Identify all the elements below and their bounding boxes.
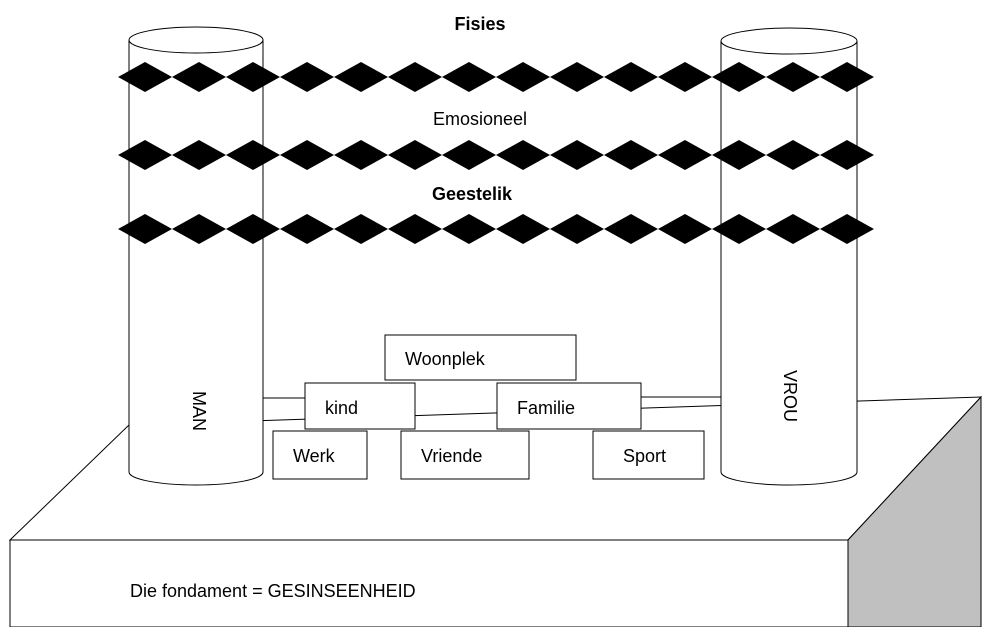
- diamond-shape: [766, 140, 820, 170]
- diamond-shape: [388, 214, 442, 244]
- block-familie-label: Familie: [517, 398, 575, 418]
- diamond-shape: [496, 140, 550, 170]
- diamond-shape: [442, 140, 496, 170]
- diamond-shape: [550, 62, 604, 92]
- diamond-shape: [118, 214, 172, 244]
- band-label-emosioneel: Emosioneel: [433, 109, 527, 129]
- diamond-shape: [388, 140, 442, 170]
- diamond-shape: [496, 62, 550, 92]
- diamond-bands: [118, 62, 874, 244]
- block-vriende-label: Vriende: [421, 446, 482, 466]
- diamond-shape: [280, 214, 334, 244]
- diamond-shape: [442, 214, 496, 244]
- block-vriende: Vriende: [400, 430, 530, 480]
- diamond-shape: [766, 62, 820, 92]
- diamond-shape: [496, 214, 550, 244]
- diamond-shape: [442, 62, 496, 92]
- diamond-shape: [172, 62, 226, 92]
- diamond-shape: [550, 214, 604, 244]
- pillar-man: MAN: [128, 26, 264, 486]
- diamond-shape: [658, 140, 712, 170]
- diamond-shape: [334, 140, 388, 170]
- diamond-shape: [280, 140, 334, 170]
- pillar-vrou-top: [720, 27, 858, 55]
- diamond-shape: [766, 214, 820, 244]
- diamond-shape: [820, 62, 874, 92]
- block-woonplek: Woonplek: [384, 334, 577, 381]
- block-sport: Sport: [592, 430, 705, 480]
- diamond-shape: [604, 62, 658, 92]
- foundation-label: Die fondament = GESINSEENHEID: [130, 581, 416, 601]
- diamond-shape: [388, 62, 442, 92]
- band-label-geestelik: Geestelik: [432, 184, 513, 204]
- band-label-fisies: Fisies: [454, 14, 505, 34]
- diamond-shape: [712, 62, 766, 92]
- diamond-shape: [172, 140, 226, 170]
- diamond-shape: [226, 62, 280, 92]
- diamond-shape: [226, 214, 280, 244]
- diamond-shape: [712, 214, 766, 244]
- diamond-shape: [604, 214, 658, 244]
- diamond-shape: [118, 62, 172, 92]
- pillar-vrou-label: VROU: [780, 370, 800, 422]
- diamond-shape: [604, 140, 658, 170]
- pillar-man-top: [128, 26, 264, 54]
- diamond-shape: [712, 140, 766, 170]
- diamond-shape: [334, 62, 388, 92]
- diamond-shape: [820, 140, 874, 170]
- diamond-shape: [172, 214, 226, 244]
- diamond-shape: [226, 140, 280, 170]
- block-werk: Werk: [272, 430, 368, 480]
- block-sport-label: Sport: [623, 446, 666, 466]
- pillar-man-label: MAN: [189, 391, 209, 431]
- diamond-shape: [550, 140, 604, 170]
- diamond-shape: [820, 214, 874, 244]
- block-kind-label: kind: [325, 398, 358, 418]
- diamond-shape: [280, 62, 334, 92]
- diamond-shape: [658, 214, 712, 244]
- pillar-vrou: VROU: [720, 27, 858, 486]
- diamond-shape: [658, 62, 712, 92]
- diamond-shape: [334, 214, 388, 244]
- diamond-shape: [118, 140, 172, 170]
- block-familie: Familie: [496, 382, 642, 430]
- block-woonplek-label: Woonplek: [405, 349, 486, 369]
- block-kind: kind: [304, 382, 416, 430]
- block-werk-label: Werk: [293, 446, 336, 466]
